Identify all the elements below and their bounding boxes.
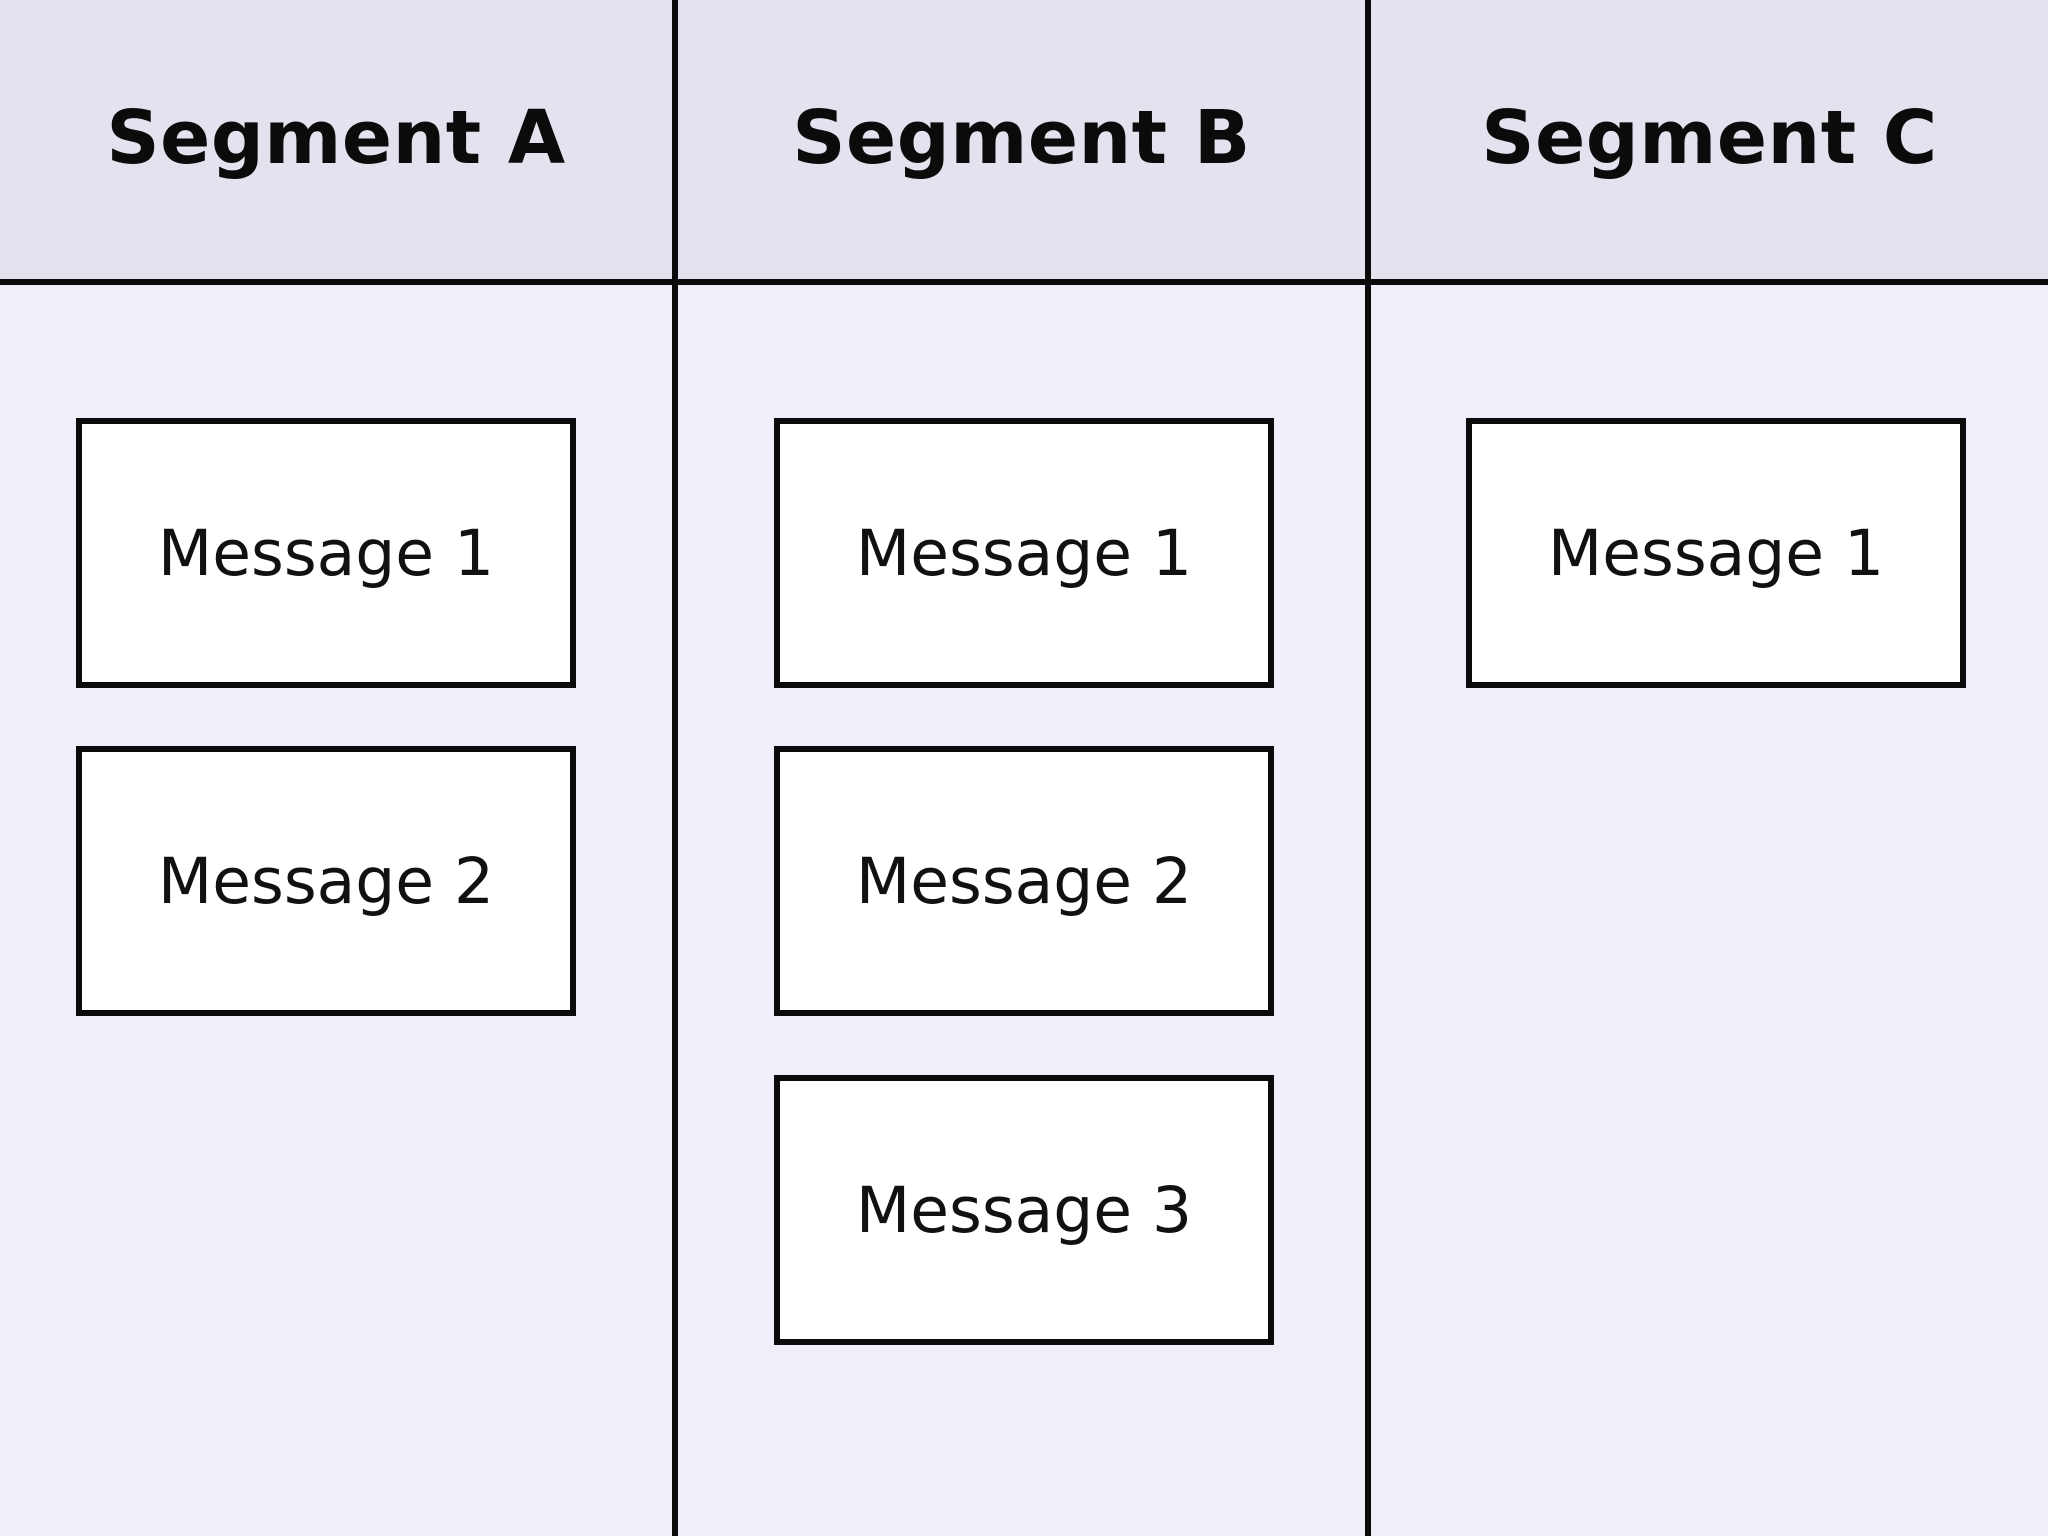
segment-b-message-3-card[interactable]: Message 3 (774, 1075, 1274, 1345)
segment-c-message-1-card[interactable]: Message 1 (1466, 418, 1966, 688)
column-divider (672, 0, 678, 1536)
column-divider (1365, 0, 1371, 1536)
segment-a-message-2-card[interactable]: Message 2 (76, 746, 576, 1016)
segment-a-column: Segment A Message 1 Message 2 (0, 0, 672, 1536)
segment-a-title: Segment A (106, 95, 566, 181)
segment-c-title: Segment C (1481, 95, 1938, 181)
segment-b-column: Segment B Message 1 Message 2 Message 3 (678, 0, 1365, 1536)
segment-a-message-1-card[interactable]: Message 1 (76, 418, 576, 688)
segment-b-message-1-card[interactable]: Message 1 (774, 418, 1274, 688)
segment-c-column: Segment C Message 1 (1371, 0, 2048, 1536)
segment-b-title: Segment B (792, 95, 1251, 181)
header-divider (0, 279, 2048, 285)
header-band (0, 0, 2048, 283)
segment-b-message-2-card[interactable]: Message 2 (774, 746, 1274, 1016)
